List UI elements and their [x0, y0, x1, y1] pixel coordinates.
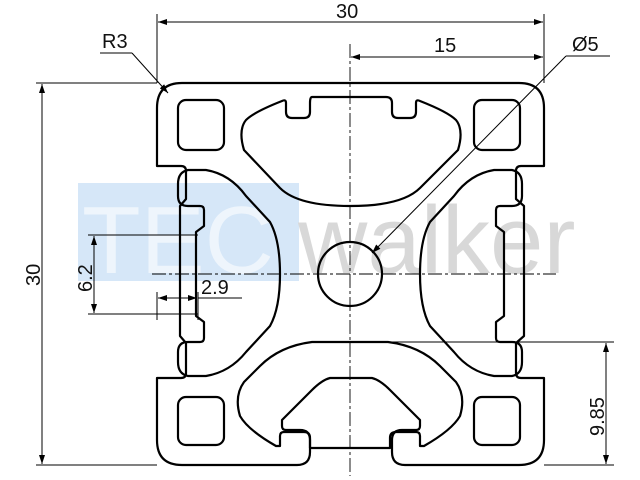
tslot-cavity-left — [176, 168, 282, 378]
corner-pocket-bottom-left — [176, 395, 226, 447]
watermark-box — [78, 183, 299, 281]
tslot-cavity-top — [240, 95, 462, 208]
width-label: 30 — [336, 1, 358, 23]
radius-callout: R3 — [100, 31, 169, 94]
width-dimension: 30 — [156, 1, 545, 83]
corner-pocket-top-right — [472, 98, 522, 152]
corner-pocket-top-left — [176, 98, 226, 152]
tslot-cavity-bottom — [236, 340, 464, 450]
radius-label: R3 — [102, 31, 128, 53]
slot-width-label: 6.2 — [75, 264, 97, 292]
half-width-dimension: 15 — [351, 35, 543, 60]
watermark-text-walker: walker — [297, 187, 575, 294]
tslot-cavity-right — [418, 168, 524, 378]
centerlines — [152, 44, 556, 476]
slot-width-dimension: 6.2 — [75, 234, 198, 315]
watermark: TEC walker — [78, 183, 575, 294]
center-hole — [316, 240, 384, 308]
hole-label: Ø5 — [572, 34, 599, 56]
height-dimension: 30 — [23, 82, 157, 466]
slot-depth-dimension: 2.9 — [156, 277, 242, 320]
slot-depth-label: 2.9 — [201, 277, 229, 299]
hole-callout: Ø5 — [371, 34, 610, 254]
half-width-label: 15 — [434, 35, 456, 57]
corner-pocket-bottom-right — [472, 395, 522, 447]
offset-label: 9.85 — [587, 397, 609, 436]
offset-dimension: 9.85 — [392, 341, 614, 466]
profile-outline — [155, 81, 546, 467]
watermark-text-tec: TEC — [82, 187, 274, 294]
height-label: 30 — [23, 264, 45, 286]
